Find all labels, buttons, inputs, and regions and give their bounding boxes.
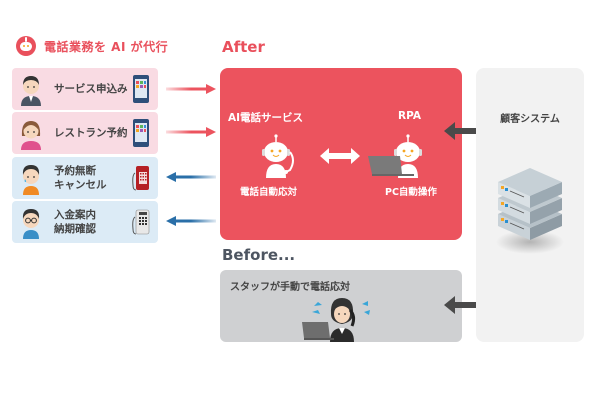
ai-service-subtitle: 電話自動応対 [240,187,298,198]
case-label: 入金案内 納期確認 [54,208,96,236]
office-phone-icon [132,209,150,235]
double-arrow-icon [444,296,492,314]
robot-logo-icon [16,36,36,56]
before-title: Before... [222,246,296,264]
glasses-man-avatar-icon [22,209,40,239]
stressed-staff-icon [302,298,370,342]
customer-system-panel: 顧客システム [476,68,584,342]
businessman-avatar-icon [21,76,41,106]
case-label: 予約無断 キャンセル [54,164,107,192]
case-label-line: 入金案内 [54,209,96,221]
after-title: After [222,38,265,56]
server-icon [496,168,564,254]
case-payment-delivery-confirmation: 入金案内 納期確認 [12,201,158,243]
worried-man-avatar-icon [22,165,40,195]
arrow-right-icon [166,84,216,94]
woman-avatar-icon [21,121,41,150]
arrow-right-icon [166,127,216,137]
after-panel: AI電話サービス RPA 電話自動応対 PC自動操作 [220,68,462,240]
case-no-show-cancellation: 予約無断 キャンセル [12,157,158,199]
red-phone-icon [132,166,149,191]
robot-laptop-icon [368,134,422,178]
header-title: 電話業務を AI が代行 [44,40,169,54]
case-label: レストラン予約 [54,127,128,139]
before-description: スタッフが手動で電話応対 [230,282,350,293]
smartphone-icon [133,119,149,147]
ai-phone-service-title: AI電話サービス [228,112,304,124]
case-restaurant-reservation: レストラン予約 [12,112,158,154]
case-label: サービス申込み [54,83,128,95]
smartphone-icon [133,75,149,103]
before-panel: スタッフが手動で電話応対 [220,270,462,342]
case-service-application: サービス申込み [12,68,158,110]
arrow-left-icon [166,216,216,226]
arrow-left-icon [166,172,216,182]
case-label-line: 納期確認 [54,223,96,235]
rpa-title: RPA [398,110,421,122]
double-arrow-icon [320,148,360,164]
case-label-line: キャンセル [54,179,107,191]
double-arrow-icon [444,122,492,140]
robot-headset-icon [262,134,294,178]
customer-system-title: 顧客システム [500,114,560,125]
rpa-subtitle: PC自動操作 [385,187,437,198]
case-label-line: 予約無断 [54,165,96,177]
